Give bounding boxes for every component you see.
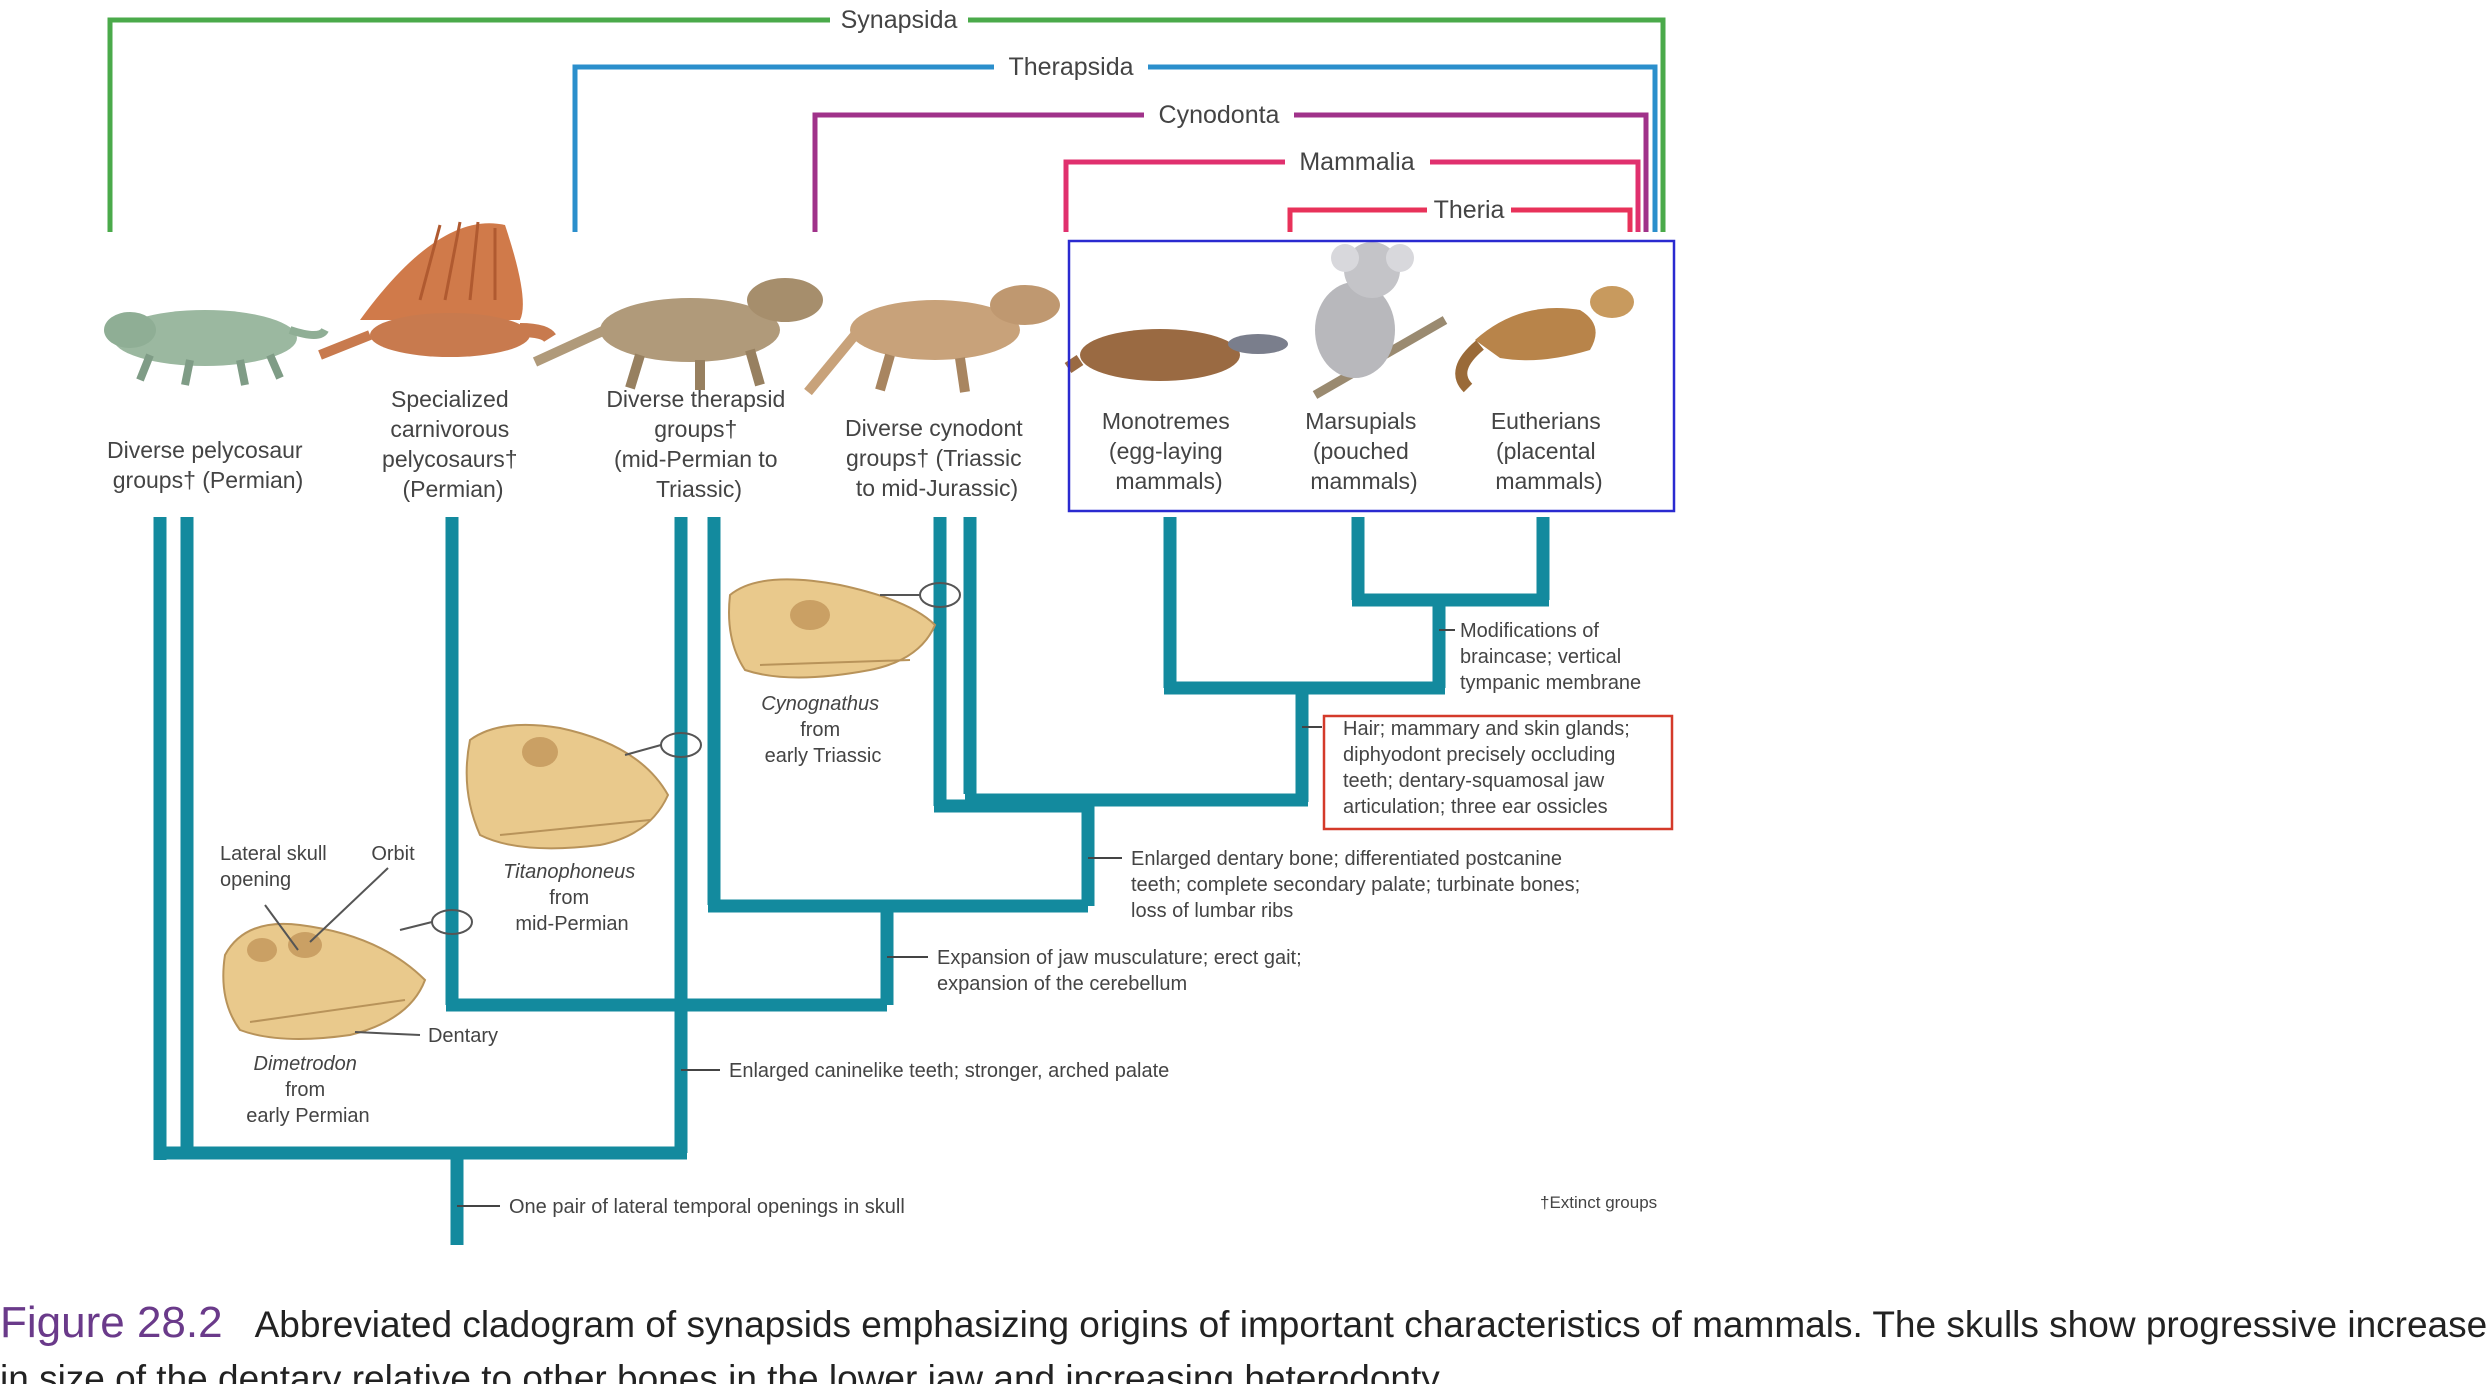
braincase-character: Modifications of braincase; vertical tym… (1460, 620, 1641, 694)
pelycosaur-animal (104, 310, 329, 386)
lateral-skull-opening-label: Lateral skull opening (220, 843, 332, 891)
group-labels: Diverse pelycosaur groups† (Permian) Spe… (107, 386, 1607, 502)
cladogram: Synapsida Therapsida Cynodonta Mammalia … (104, 6, 1676, 1245)
dimetrodon-label: Dimetrodon from early Permian (246, 1053, 369, 1127)
caption-text: Abbreviated cladogram of synapsids empha… (0, 1304, 2488, 1384)
mammalia-label: Mammalia (1299, 148, 1414, 176)
mammalia-bracket (1063, 159, 1641, 232)
skull-illustrations (222, 578, 937, 1040)
titanophoneus-skull (465, 723, 670, 850)
jaw-musculature-character: Expansion of jaw musculature; erect gait… (937, 947, 1307, 995)
therapsid-groups-label: Diverse therapsid groups† (mid-Permian t… (606, 386, 791, 502)
character-labels: Modifications of braincase; vertical tym… (509, 620, 1641, 1218)
titanophoneus-label: Titanophoneus from mid-Permian (503, 861, 641, 935)
dimetrodon-skull (222, 922, 427, 1040)
character-ticks (457, 629, 1455, 1207)
cynognathus-label: Cynognathus from early Triassic (761, 693, 884, 767)
dentary-label: Dentary (428, 1025, 498, 1047)
therapsida-label: Therapsida (1008, 53, 1133, 81)
dimetrodon-animal (318, 221, 556, 360)
orbit-label: Orbit (371, 843, 415, 865)
skull-labels: Cynognathus from early Triassic Titanoph… (220, 693, 884, 1127)
dentary-character: Enlarged dentary bone; differentiated po… (1131, 848, 1586, 922)
theria-bracket (1287, 207, 1633, 232)
skull-connectors (264, 582, 961, 1036)
cynodont-groups-label: Diverse cynodont groups† (Triassic to mi… (845, 415, 1029, 501)
synapsida-bracket (107, 17, 1666, 232)
caninelike-teeth-character: Enlarged caninelike teeth; stronger, arc… (729, 1060, 1169, 1082)
mammal-traits-highlight-box (1322, 714, 1674, 831)
cynodonta-bracket (812, 112, 1649, 232)
koala-animal (1312, 242, 1448, 399)
therapsida-bracket (572, 64, 1658, 232)
eutherians-label: Eutherians (placental mammals) (1491, 408, 1607, 494)
figure-label: Figure 28.2 (0, 1298, 223, 1347)
synapsida-label: Synapsida (841, 6, 958, 34)
cynodont-animal (804, 285, 1060, 396)
pelycosaur-groups-label: Diverse pelycosaur groups† (Permian) (107, 437, 309, 493)
temporal-openings-character: One pair of lateral temporal openings in… (509, 1196, 905, 1218)
therapsid-animal (532, 278, 823, 390)
monotremes-label: Monotremes (egg-laying mammals) (1102, 408, 1236, 494)
cynognathus-skull (728, 578, 937, 679)
cladogram-tree (153, 517, 1550, 1245)
mammals-highlight-box (1067, 239, 1676, 513)
clade-labels: Synapsida Therapsida Cynodonta Mammalia … (841, 6, 1505, 224)
carnivorous-pelycosaurs-label: Specialized carnivorous pelycosaurs† (Pe… (382, 386, 524, 502)
hair-character: Hair; mammary and skin glands; diphyodon… (1343, 718, 1635, 818)
extinct-groups-note: †Extinct groups (1540, 1193, 1657, 1212)
cynodonta-label: Cynodonta (1159, 101, 1280, 129)
animal-illustrations (104, 221, 1634, 399)
clade-brackets (107, 17, 1666, 232)
marsupials-label: Marsupials (pouched mammals) (1305, 408, 1423, 494)
ferret-animal (1455, 286, 1634, 393)
platypus-animal (1064, 329, 1288, 381)
theria-label: Theria (1434, 196, 1505, 224)
